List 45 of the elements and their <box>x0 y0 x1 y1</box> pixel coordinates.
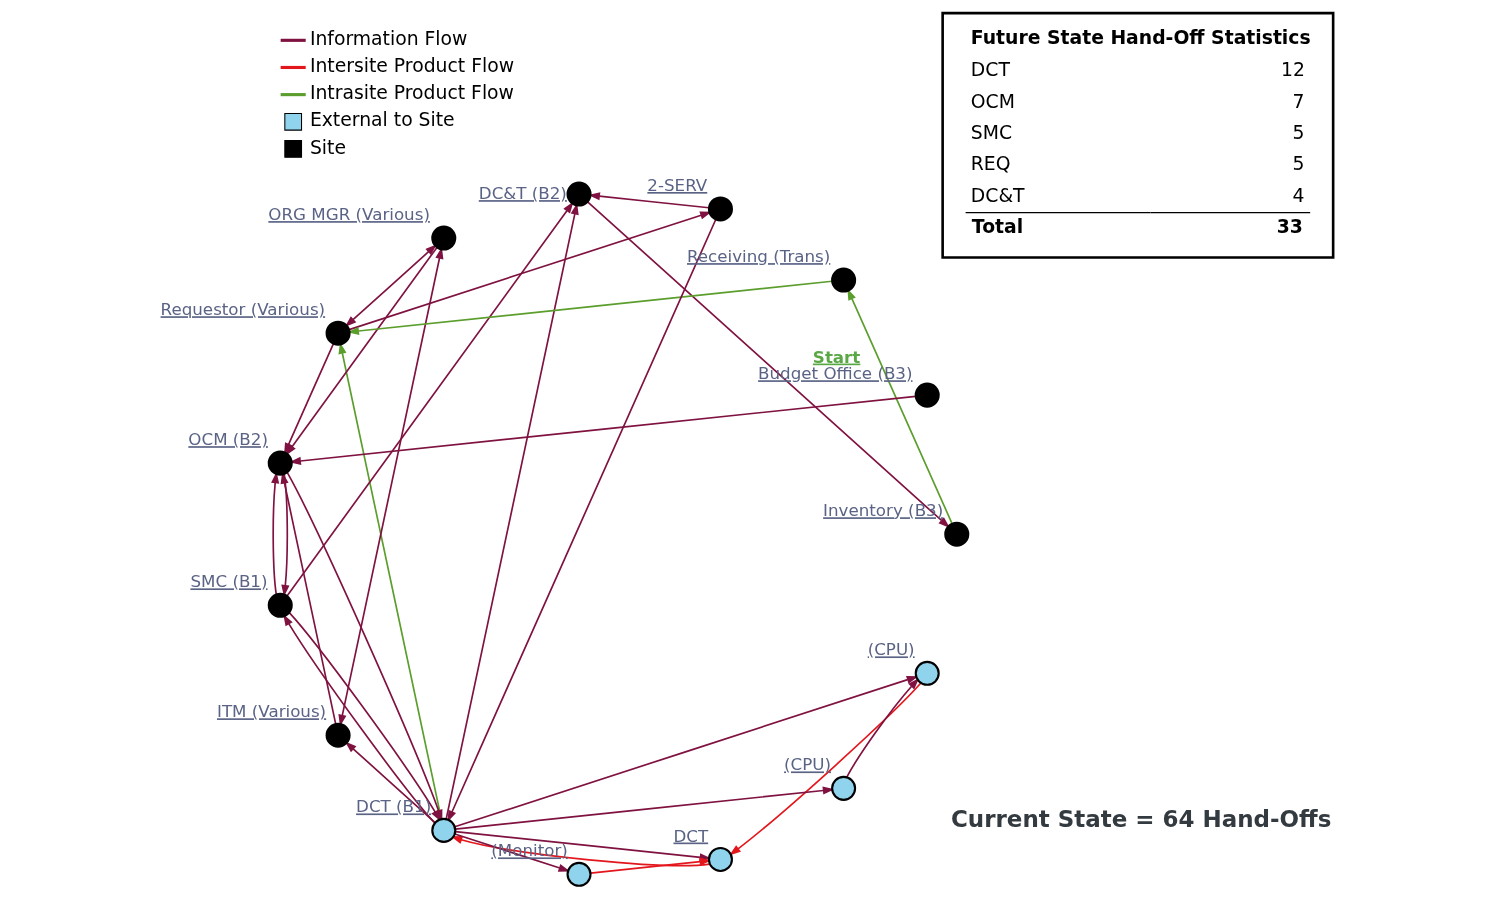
node-label: ORG MGR (Various) <box>268 203 430 224</box>
legend-label: Site <box>309 136 346 158</box>
node-circle <box>914 660 940 686</box>
legend-label: Information Flow <box>309 27 468 49</box>
arrow <box>729 681 922 855</box>
node-label: Start <box>812 346 861 367</box>
arrow <box>281 472 290 597</box>
node-circle <box>325 722 351 748</box>
node-label: DCT <box>673 825 709 846</box>
node-circle <box>431 817 457 843</box>
node-label: 2-SERV <box>647 174 708 195</box>
node-label: DC&T (B2) <box>478 182 567 203</box>
legend-label: External to Site <box>309 108 455 130</box>
arrow <box>453 675 919 828</box>
arrow <box>344 243 437 327</box>
node-label: OCM (B2) <box>188 428 268 449</box>
node-circle <box>707 195 733 221</box>
node-box: Future State Hand-Off Statistics DCT 12 OCM 7 SMC 5 REQ 5 DC&T 4 Total 33 <box>941 11 1335 259</box>
node-circle <box>566 861 592 887</box>
legend-label: Intrasite Product Flow <box>309 81 514 103</box>
node-circle <box>325 320 351 346</box>
arrow <box>347 279 833 335</box>
node-circle <box>566 181 592 207</box>
arrow <box>588 191 710 209</box>
arrow <box>348 211 712 330</box>
node-circle <box>944 521 970 547</box>
node-circle <box>267 592 293 618</box>
node-circle <box>431 225 457 251</box>
node-circle <box>831 267 857 293</box>
node-label: Requestor (Various) <box>160 298 326 319</box>
node-circle <box>831 775 857 801</box>
arrow <box>846 677 920 778</box>
node-circle <box>914 382 940 408</box>
legend-label: Intersite Product Flow <box>309 54 515 76</box>
arrow <box>447 218 717 822</box>
node-label: (CPU) <box>784 753 832 774</box>
arrow <box>445 202 579 820</box>
node-label: SMC (B1) <box>190 570 268 591</box>
node-label: ITM (Various) <box>216 700 327 721</box>
arrow <box>345 740 436 823</box>
arrow <box>586 200 950 528</box>
label: Current State = 64 Hand-Offs <box>950 805 1332 832</box>
node-circle <box>707 846 733 872</box>
node-label: (CPU) <box>867 638 915 659</box>
node-circle <box>267 450 293 476</box>
